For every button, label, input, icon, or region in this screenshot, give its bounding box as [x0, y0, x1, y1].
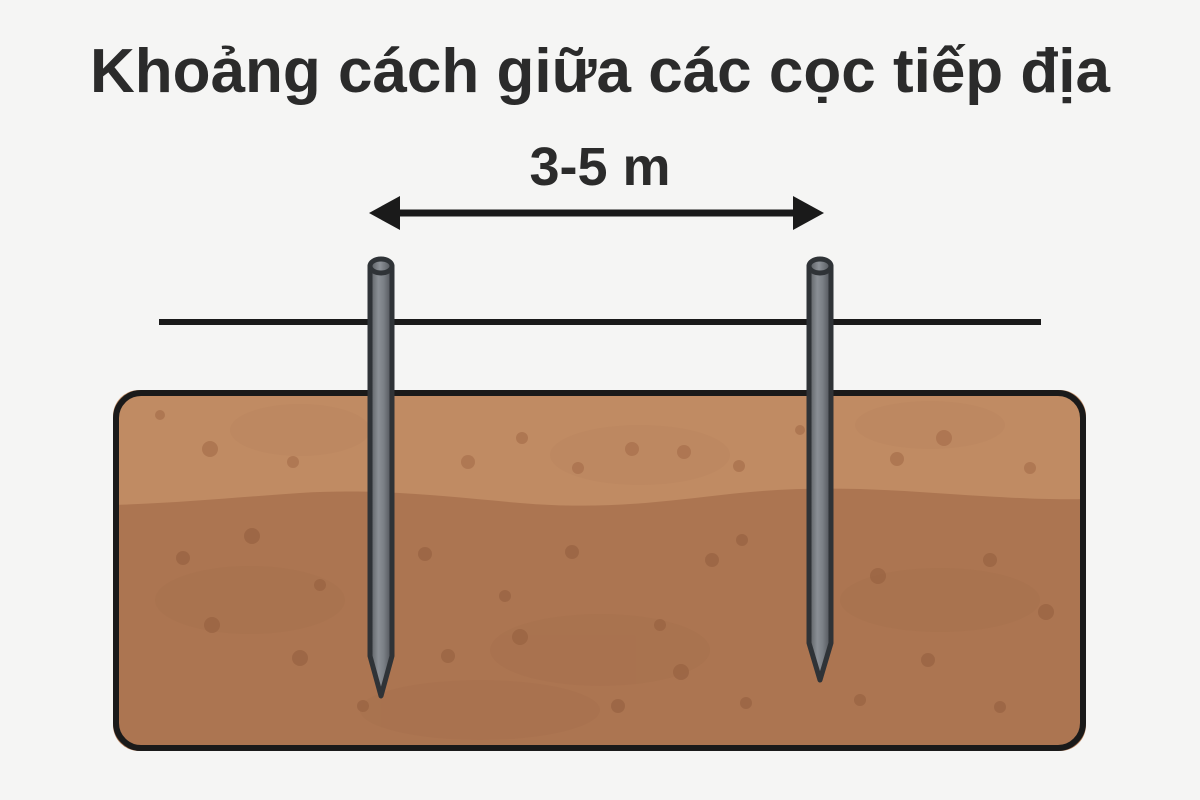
arrow-head-right-icon [793, 196, 824, 230]
soil-border [113, 390, 1086, 751]
ground-rod-left [367, 256, 395, 699]
arrow-head-left-icon [369, 196, 400, 230]
rod-cap-right-icon [806, 256, 834, 276]
soil-lower-layer [113, 488, 1086, 751]
dimension-label: 3-5 m [529, 137, 670, 197]
soil-texture [155, 401, 1040, 740]
soil-block [113, 390, 1086, 751]
rod-body-right [806, 263, 834, 683]
page-title: Khoảng cách giữa các cọc tiếp địa [90, 37, 1110, 106]
rod-body-left [367, 263, 395, 699]
dimension-arrow [369, 196, 824, 230]
soil-pebbles-lower [176, 528, 1054, 713]
rod-cap-left-icon [367, 256, 395, 276]
soil-pebbles-upper [155, 410, 1036, 474]
ground-rod-right [806, 256, 834, 683]
